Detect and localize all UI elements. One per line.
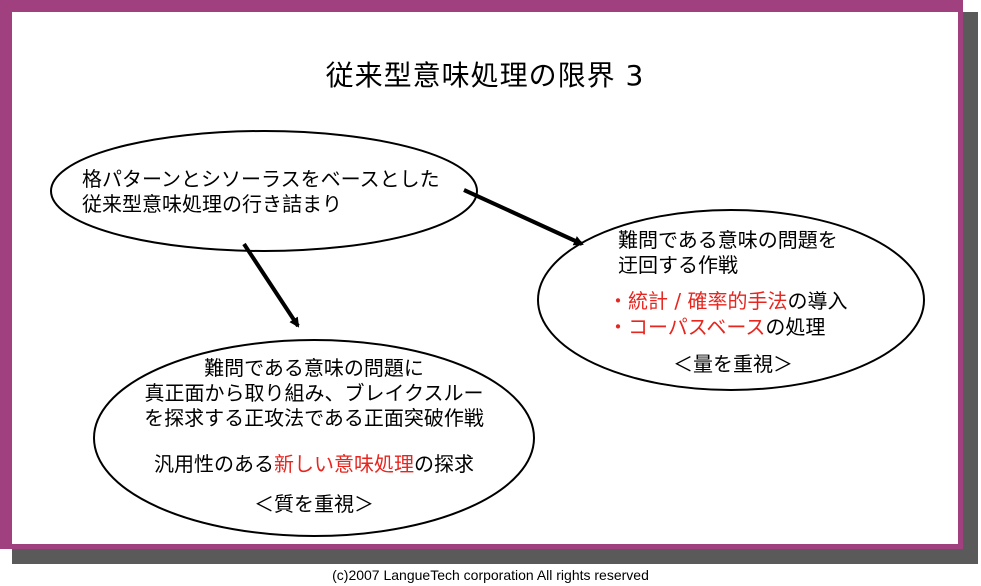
bottom-line-3: を探求する正攻法である正面突破作戦	[144, 406, 484, 430]
arrow-to-right	[463, 188, 584, 246]
right-bullet-2-rest: の処理	[765, 315, 826, 339]
right-emphasis: ＜量を重視＞	[673, 352, 793, 376]
right-line-1: 難問である意味の問題を	[618, 228, 838, 252]
right-bullet-1-rest: の導入	[787, 289, 848, 313]
diagram-shapes	[50, 130, 925, 537]
bottom-line-1: 難問である意味の問題に	[204, 356, 424, 380]
right-bullet-1-highlight: ・統計 / 確率的手法	[608, 289, 788, 313]
bottom-line-4-highlight: 新しい意味処理	[274, 452, 414, 476]
bottom-emphasis: ＜質を重視＞	[254, 492, 374, 516]
slide-title: 従来型意味処理の限界 3	[325, 59, 645, 92]
bottom-line-4: 汎用性のある新しい意味処理の探求	[94, 452, 534, 477]
copyright-notice: (c)2007 LangueTech corporation All right…	[332, 567, 649, 583]
slide: 従来型意味処理の限界 3 格パターンとシソーラスをベースとした 従来型意味処理の…	[12, 12, 962, 548]
start-line-1: 格パターンとシソーラスをベースとした	[82, 167, 440, 191]
arrow-to-bottom	[242, 242, 300, 328]
bottom-line-4-post: の探求	[414, 452, 474, 476]
ellipse-right	[537, 209, 925, 391]
right-bullet-2-highlight: ・コーパスベース	[608, 315, 766, 339]
right-bullet-1: ・統計 / 確率的手法の導入	[608, 289, 847, 314]
right-line-2: 迂回する作戦	[618, 253, 738, 277]
start-line-2: 従来型意味処理の行き詰まり	[82, 192, 342, 216]
bottom-line-2: 真正面から取り組み、ブレイクスルー	[144, 381, 484, 405]
right-bullet-2: ・コーパスベースの処理	[608, 315, 825, 340]
bottom-line-4-pre: 汎用性のある	[154, 452, 274, 476]
ellipse-start	[50, 130, 478, 252]
ellipse-bottom	[93, 339, 535, 537]
